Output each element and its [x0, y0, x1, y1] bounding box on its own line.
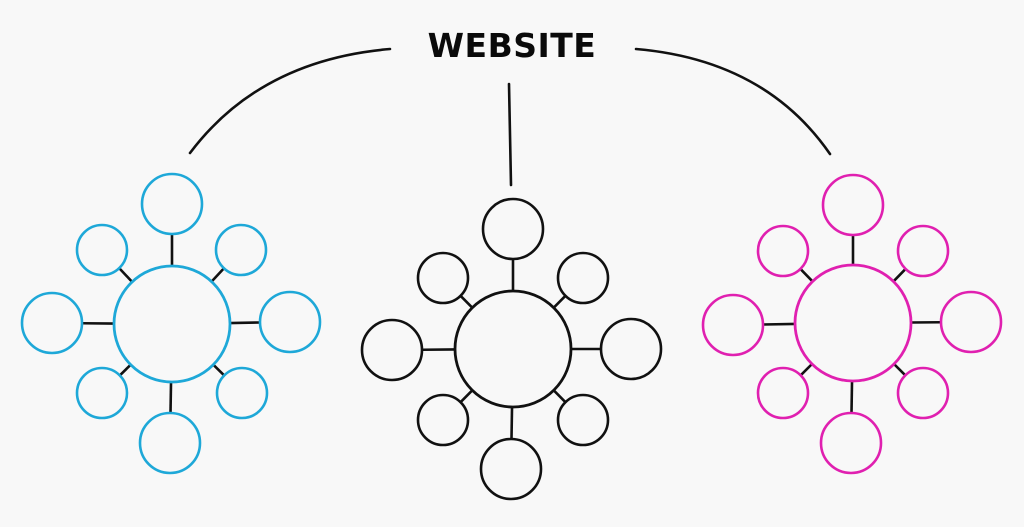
cluster-left	[20, 172, 322, 475]
spoke-top-left	[459, 294, 474, 309]
connector-cluster-center	[507, 82, 513, 187]
satellite-node-left	[360, 318, 424, 382]
satellite-node-right	[258, 290, 322, 354]
satellite-node-bottom	[479, 437, 543, 501]
spoke-top-right	[892, 268, 907, 283]
spoke-bottom-left	[118, 363, 132, 377]
connector-cluster-left	[188, 47, 392, 155]
satellite-node-bottom	[138, 411, 202, 475]
spoke-bottom	[510, 406, 514, 440]
satellite-node-bottom	[819, 411, 883, 475]
satellite-node-bottom-right	[556, 393, 610, 447]
spoke-bottom-left	[799, 363, 813, 377]
satellite-node-left	[701, 293, 765, 357]
satellite-node-right	[599, 317, 663, 381]
spoke-top-right	[210, 267, 225, 283]
connector-cluster-right	[634, 47, 832, 156]
satellite-node-left	[20, 291, 84, 355]
satellite-node-right	[939, 290, 1003, 354]
spoke-bottom	[169, 381, 173, 414]
satellite-node-top-right	[556, 251, 610, 305]
spoke-bottom-right	[212, 363, 226, 377]
spoke-left	[762, 322, 796, 326]
hub-node	[793, 263, 913, 383]
satellite-node-bottom-right	[215, 366, 269, 420]
spoke-bottom-left	[459, 389, 474, 404]
spoke-right	[229, 321, 261, 325]
spoke-bottom	[850, 380, 854, 414]
hub-node	[112, 264, 232, 384]
satellite-node-top-left	[756, 224, 810, 278]
clusters	[20, 172, 1003, 501]
satellite-node-top-right	[896, 224, 950, 278]
satellite-node-top	[140, 172, 204, 236]
satellite-node-bottom-left	[416, 393, 470, 447]
satellite-node-bottom-left	[756, 366, 810, 420]
spoke-bottom-right	[552, 389, 567, 404]
spoke-top-left	[118, 267, 134, 283]
spoke-top-left	[799, 268, 814, 283]
cluster-center	[360, 197, 663, 501]
cluster-right	[701, 173, 1003, 475]
spoke-bottom-right	[893, 363, 907, 377]
satellite-node-bottom-left	[75, 366, 129, 420]
satellite-node-top-right	[214, 223, 268, 277]
diagram-title: WEBSITE	[427, 26, 597, 65]
hub-node	[453, 289, 573, 409]
satellite-node-top-left	[416, 251, 470, 305]
satellite-node-top	[481, 197, 545, 261]
satellite-node-top-left	[75, 223, 129, 277]
satellite-node-top	[821, 173, 885, 237]
spoke-top-right	[552, 294, 567, 309]
satellite-node-bottom-right	[896, 366, 950, 420]
connectors	[188, 47, 832, 187]
